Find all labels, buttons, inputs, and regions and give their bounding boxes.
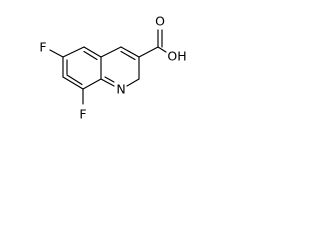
double-bond (83, 50, 98, 61)
carboxylic-acid-group (138, 29, 167, 58)
bond (83, 46, 102, 58)
benzene-ring (62, 46, 102, 90)
hydroxyl-label: OH (167, 49, 186, 64)
nitrogen-label: N (116, 82, 125, 97)
pyridine-ring (100, 46, 140, 87)
bond (120, 46, 140, 58)
bond (62, 76, 84, 90)
double-bond (104, 76, 115, 83)
bond-to-fluorine-top (49, 49, 64, 58)
bond (138, 46, 159, 58)
fluorine-bottom-label: F (79, 107, 86, 122)
bond (100, 46, 122, 58)
bond (126, 78, 140, 87)
carbonyl-oxygen-label: O (155, 14, 165, 29)
double-bond (120, 50, 136, 61)
bond (82, 78, 102, 90)
molecule-canvas: F F N O OH (0, 0, 215, 137)
bond (100, 78, 115, 87)
fluorine-top-label: F (39, 40, 46, 55)
structure-diagram: F F N O OH (39, 14, 186, 122)
bond (62, 46, 85, 58)
double-bond (66, 74, 83, 86)
bond-to-hydroxyl (157, 46, 167, 53)
